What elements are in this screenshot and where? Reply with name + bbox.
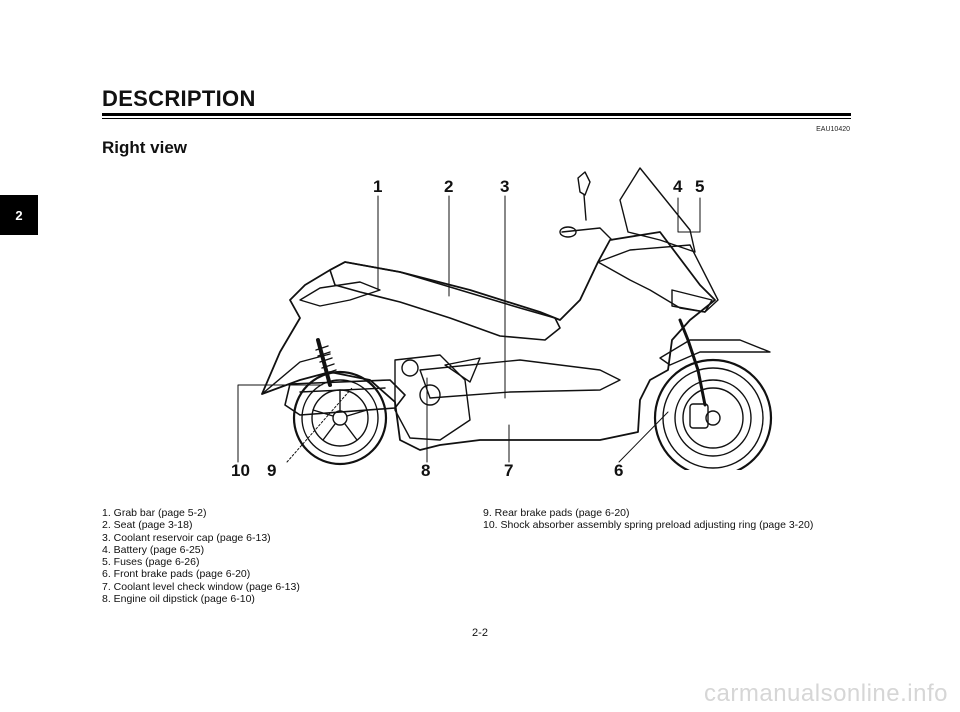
legend-item: 4. Battery (page 6-25) <box>102 543 205 556</box>
legend-item: 10. Shock absorber assembly spring prelo… <box>483 519 814 532</box>
callout-3: 3 <box>500 177 510 196</box>
callout-5: 5 <box>695 177 705 196</box>
callout-1: 1 <box>373 177 383 196</box>
parts-legend-left: 1. Grab bar (page 5-2) 2. Seat (page 3-1… <box>102 507 300 605</box>
parts-legend-right: 9. Rear brake pads (page 6-20) 10. Shock… <box>483 507 813 532</box>
callout-10: 10 <box>231 461 250 480</box>
legend-item: 2. Seat (page 3-18) <box>102 519 193 532</box>
rear-wheel <box>292 370 388 466</box>
callout-8: 8 <box>421 461 431 480</box>
view-subtitle: Right view <box>102 138 188 157</box>
chapter-tab[interactable]: 2 <box>0 195 38 235</box>
document-code: EAU10420 <box>816 126 850 133</box>
callout-9: 9 <box>267 461 277 480</box>
section-title: DESCRIPTION <box>102 86 256 111</box>
callout-7: 7 <box>504 461 514 480</box>
legend-item: 1. Grab bar (page 5-2) <box>102 507 207 519</box>
watermark: carmanualsonline.info <box>704 680 948 707</box>
front-wheel <box>653 358 773 470</box>
page-number: 2-2 <box>472 627 488 639</box>
callout-leaders <box>237 195 701 463</box>
legend-item: 8. Engine oil dipstick (page 6-10) <box>102 593 255 606</box>
legend-item: 9. Rear brake pads (page 6-20) <box>483 507 630 519</box>
scooter-illustration <box>237 167 773 470</box>
scooter-body <box>261 231 716 451</box>
callout-2: 2 <box>444 177 454 196</box>
callout-4: 4 <box>673 177 683 196</box>
title-rule <box>102 113 851 116</box>
legend-item: 3. Coolant reservoir cap (page 6-13) <box>102 531 271 544</box>
legend-item: 7. Coolant level check window (page 6-13… <box>102 580 300 593</box>
title-rule-thin <box>102 118 851 119</box>
legend-item: 5. Fuses (page 6-26) <box>102 556 200 569</box>
callout-6: 6 <box>614 461 624 480</box>
legend-item: 6. Front brake pads (page 6-20) <box>102 568 251 581</box>
